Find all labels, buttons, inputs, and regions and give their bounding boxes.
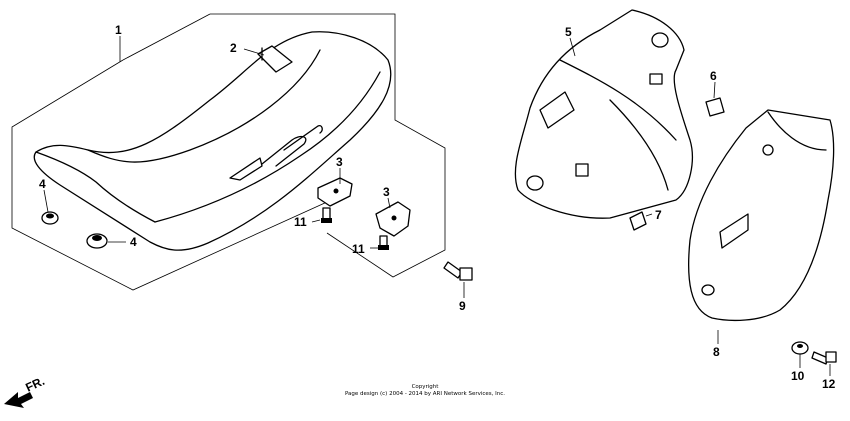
bolt-12[interactable] (811, 351, 837, 365)
clip-6[interactable] (705, 97, 725, 117)
bolt-left[interactable] (321, 207, 332, 223)
callout-5: 5 (565, 25, 572, 39)
callout-3a: 3 (336, 155, 343, 169)
callout-11b: 11 (352, 242, 365, 256)
seat-logo: CR (229, 124, 323, 181)
callout-3b: 3 (383, 185, 390, 199)
side-cover[interactable] (687, 109, 835, 322)
copyright-line-1: Copyright (411, 384, 439, 390)
callout-9: 9 (459, 299, 466, 313)
callout-10: 10 (791, 369, 805, 383)
clip-7[interactable] (629, 211, 647, 231)
callout-1: 1 (115, 23, 122, 37)
bolt-9[interactable] (443, 261, 473, 281)
grommet-front[interactable] (41, 211, 59, 225)
bolt-right[interactable] (378, 235, 389, 250)
callout-8: 8 (713, 345, 720, 359)
callout-11a: 11 (294, 215, 307, 229)
bracket-left[interactable] (317, 177, 353, 207)
callout-7: 7 (655, 208, 662, 222)
callouts: 1 2 3 3 4 4 5 6 7 8 9 10 11 11 12 (39, 23, 836, 391)
callout-4a: 4 (39, 177, 46, 191)
leader-lines (43, 36, 831, 376)
seat-assembly-frame (11, 13, 446, 291)
callout-2: 2 (230, 41, 237, 55)
front-arrow-icon (4, 392, 33, 408)
callout-6: 6 (710, 69, 717, 83)
seat[interactable]: CR (33, 31, 392, 251)
callout-4b: 4 (130, 235, 137, 249)
rear-cover[interactable] (514, 9, 693, 219)
washer-10[interactable] (791, 341, 809, 355)
bracket-right[interactable] (375, 201, 411, 237)
copyright-line-2: Page design (c) 2004 - 2014 by ARI Netwo… (344, 391, 506, 397)
grommet-rear[interactable] (86, 233, 108, 249)
callout-12: 12 (822, 377, 836, 391)
